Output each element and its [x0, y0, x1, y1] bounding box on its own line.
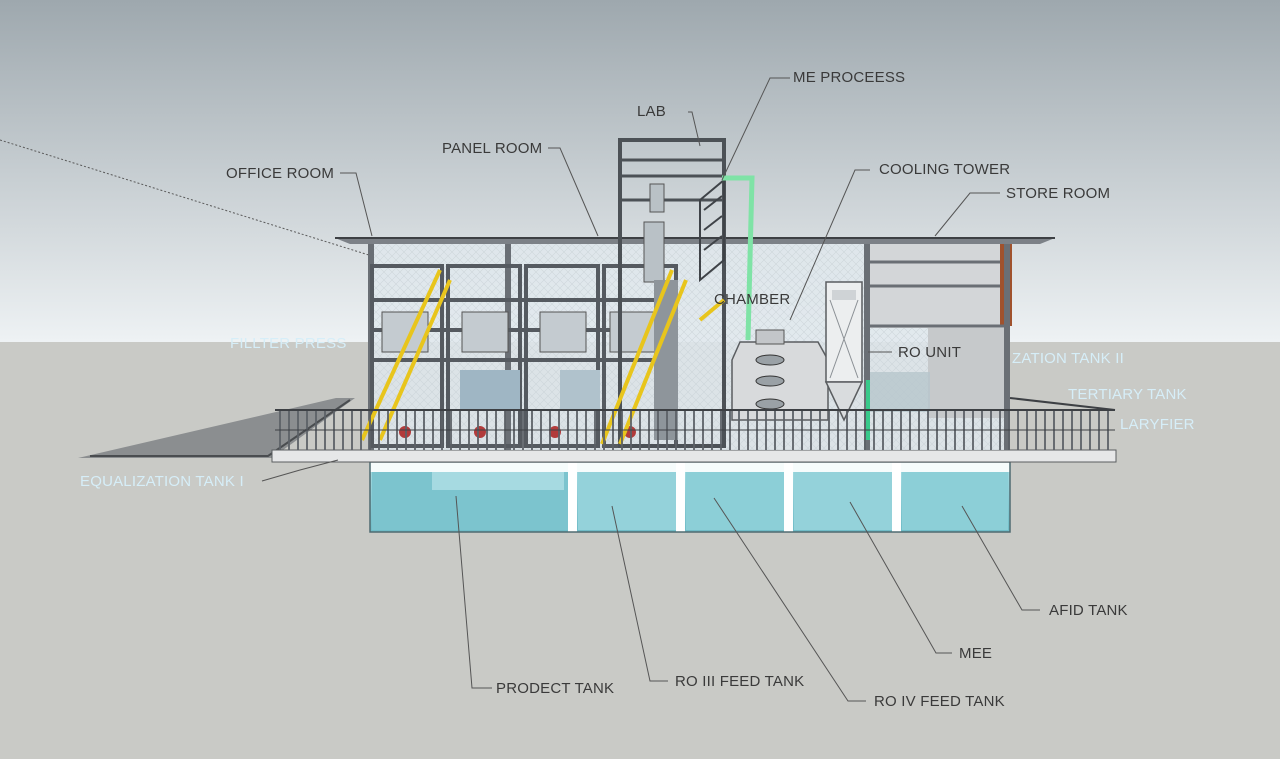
label-mee: MEE — [959, 645, 993, 662]
deck-railing — [275, 397, 1116, 450]
label-tertiary-tank: TERTIARY TANK — [1068, 386, 1187, 403]
label-equalization-tank-i: EQUALIZATION TANK I — [80, 473, 244, 490]
label-equalization-tank-ii: ZATION TANK II — [1012, 350, 1124, 367]
cooling-tower-unit — [731, 329, 829, 421]
label-filter-press: FILLTER PRESS — [230, 335, 347, 352]
label-ro-unit: RO UNIT — [898, 344, 962, 361]
ro-unit-column — [824, 281, 864, 422]
label-office-room: OFFICE ROOM — [226, 165, 335, 182]
label-chamber: CHAMBER — [714, 291, 791, 308]
label-clarifier: LARYFIER — [1120, 416, 1195, 433]
label-store-room: STORE ROOM — [1006, 185, 1111, 202]
label-panel-room: PANEL ROOM — [442, 140, 543, 157]
label-product-tank: PRODECT TANK — [496, 680, 615, 697]
green-pipe — [722, 175, 755, 341]
guide-line — [0, 139, 373, 257]
label-lab: LAB — [637, 103, 666, 120]
roof — [335, 237, 1055, 244]
leader-lines — [261, 77, 1040, 702]
label-me-process: ME PROCEESS — [793, 69, 906, 86]
label-ro-iv-feed-tank: RO IV FEED TANK — [874, 693, 1005, 710]
label-afid-tank: AFID TANK — [1049, 602, 1128, 619]
process-equipment — [381, 311, 657, 438]
label-cooling-tower: COOLING TOWER — [879, 161, 1011, 178]
label-ro-iii-feed-tank: RO III FEED TANK — [675, 673, 805, 690]
underground-tanks — [369, 461, 1011, 533]
deck-slab — [271, 449, 1117, 463]
